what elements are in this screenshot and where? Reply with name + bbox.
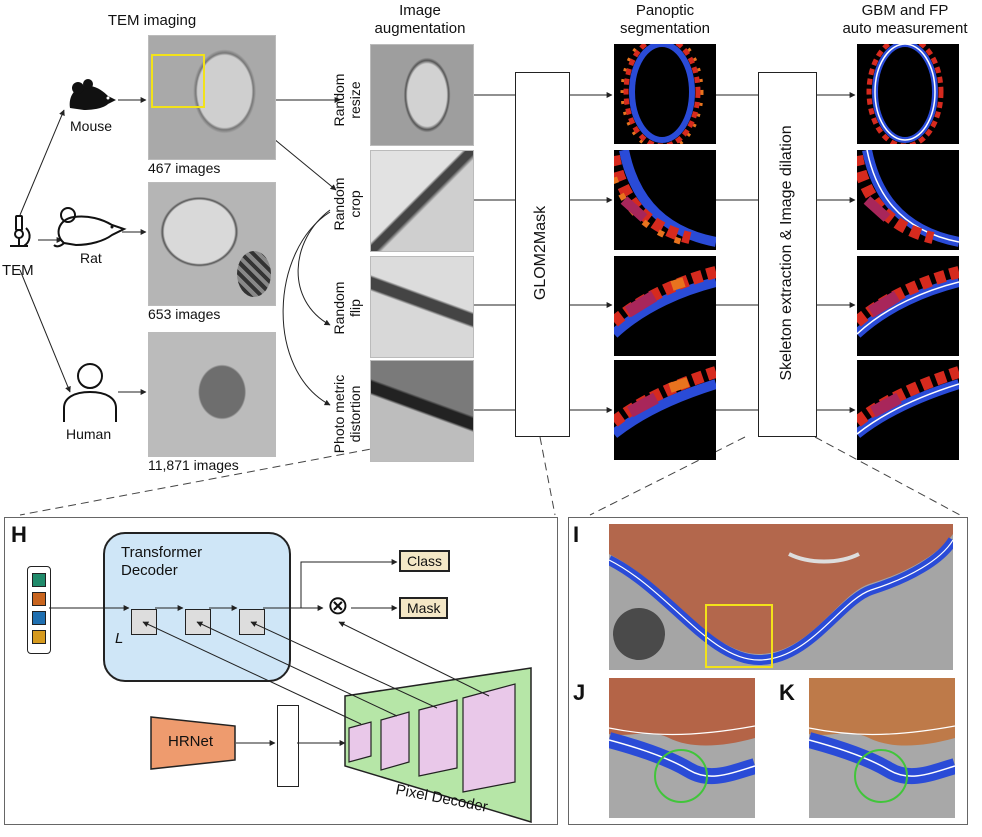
microscope-icon <box>4 214 34 250</box>
pixel-decoder-block: Pixel Decoder <box>335 666 561 824</box>
species-label-rat: Rat <box>80 250 102 266</box>
query-token-3 <box>32 611 46 625</box>
roi-box <box>151 54 205 108</box>
augmented-image-resize <box>370 44 474 146</box>
panel-letter-i: I <box>573 522 580 547</box>
glom2mask-box: GLOM2Mask <box>515 72 570 437</box>
image-count-mouse: 467 images <box>148 160 221 176</box>
augmented-image-flip <box>370 256 474 358</box>
segmentation-output-2 <box>614 150 716 250</box>
segmentation-output-1 <box>614 44 716 144</box>
panel-ijk: I J K <box>568 517 968 825</box>
species-label-mouse: Mouse <box>70 118 113 134</box>
header-image-augmentation: Image augmentation <box>374 2 466 37</box>
mouse-icon <box>64 78 118 114</box>
panel-letter-k: K <box>779 680 795 705</box>
panel-i-image <box>609 524 953 670</box>
augmentation-label-resize: Random resize <box>331 73 363 127</box>
augmentation-label-flip: Random flip <box>331 281 363 335</box>
header-gbm-fp-measurement: GBM and FP auto measurement <box>842 2 968 37</box>
query-token-4 <box>32 630 46 644</box>
decoder-layer-2 <box>185 609 211 635</box>
header-panoptic-segmentation: Panoptic segmentation <box>619 2 711 37</box>
transformer-decoder-label: Transformer Decoder <box>121 544 203 579</box>
tem-label: TEM <box>2 262 34 279</box>
image-count-rat: 653 images <box>148 306 221 322</box>
measurement-output-2 <box>857 150 959 250</box>
augmented-image-crop <box>370 150 474 252</box>
segmentation-output-3 <box>614 256 716 356</box>
hrnet-label: HRNet <box>168 733 214 750</box>
roi-box-i <box>705 604 773 668</box>
measurement-output-4 <box>857 360 959 460</box>
multiply-icon: ⊗ <box>327 590 349 620</box>
backbone-feature-bar <box>277 705 299 787</box>
decoder-layer-1 <box>131 609 157 635</box>
augmentation-label-crop: Random crop <box>331 177 363 231</box>
glom2mask-label: GLOM2Mask <box>532 205 549 301</box>
hrnet-block: HRNet <box>150 716 236 770</box>
mask-output: Mask <box>399 597 449 619</box>
augmentation-label-distortion: Photo metric distortion <box>331 374 363 454</box>
measurement-output-3 <box>857 256 959 356</box>
measurement-output-1 <box>857 44 959 144</box>
segmentation-output-4 <box>614 360 716 460</box>
skeleton-dilation-label: Skeleton extraction & Image dilation <box>778 125 795 381</box>
query-token-1 <box>32 573 46 587</box>
tem-image-mouse <box>148 35 276 160</box>
transformer-decoder-block: Transformer Decoder L <box>103 532 291 682</box>
species-label-human: Human <box>66 426 112 442</box>
panel-letter-j: J <box>573 680 586 705</box>
l-symbol: L <box>115 630 124 647</box>
tem-image-human <box>148 332 276 457</box>
nucleus-shape <box>237 251 271 297</box>
query-stack <box>27 566 51 654</box>
augmented-image-distortion <box>370 360 474 462</box>
tem-image-rat <box>148 182 276 306</box>
header-tem-imaging: TEM imaging <box>107 12 197 29</box>
panel-letter-h: H <box>11 522 27 547</box>
panel-h: H Transformer Decoder L Class Mask ⊗ HRN… <box>4 517 558 825</box>
skeleton-dilation-box: Skeleton extraction & Image dilation <box>758 72 817 437</box>
class-output: Class <box>399 550 451 572</box>
image-count-human: 11,871 images <box>148 457 239 473</box>
human-icon <box>60 362 120 424</box>
query-token-2 <box>32 592 46 606</box>
rat-icon <box>53 205 127 249</box>
panel-k-image <box>809 678 955 818</box>
panel-j-image <box>609 678 755 818</box>
panel-h-arrows <box>49 559 490 746</box>
